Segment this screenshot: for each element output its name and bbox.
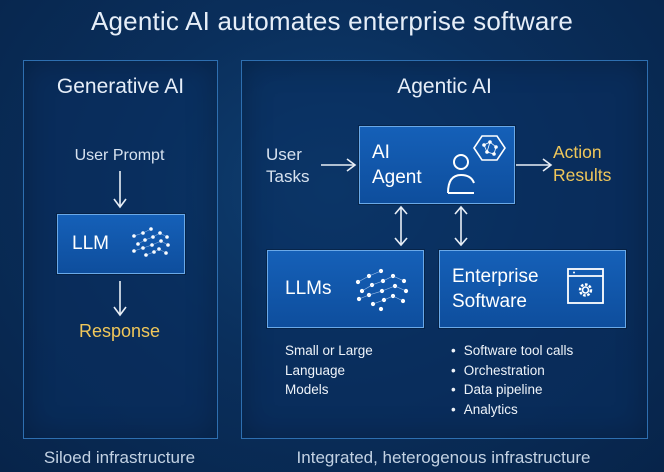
neural-network-icon: [132, 227, 170, 257]
enterprise-software-box: Enterprise Software: [439, 250, 626, 328]
generative-ai-panel: Generative AI: [23, 60, 218, 439]
agentic-ai-heading: Agentic AI: [397, 75, 492, 98]
user-tasks-line2: Tasks: [266, 167, 310, 186]
user-prompt-label: User Prompt: [74, 147, 165, 164]
enterprise-software-label: Enterprise Software: [452, 264, 539, 314]
llms-description-line: Language: [285, 362, 346, 378]
action-results-label: Action Results: [553, 141, 611, 187]
enterprise-capabilities-list: Software tool calls Orchestration Data p…: [451, 341, 574, 420]
arrow-down-icon: [113, 281, 127, 317]
bidirectional-arrow-icon: [394, 205, 408, 247]
integrated-infrastructure-caption: Integrated, heterogenous infrastructure: [296, 448, 591, 467]
arrow-right-icon: [516, 158, 553, 172]
agent-person-icon: [447, 135, 506, 194]
ai-agent-box: AI Agent: [359, 126, 515, 204]
list-item: Data pipeline: [451, 380, 573, 400]
ai-agent-line1: AI: [372, 142, 390, 163]
user-tasks-label: User Tasks: [266, 144, 309, 188]
arrow-down-icon: [113, 171, 127, 209]
siloed-infrastructure-caption: Siloed infrastructure: [43, 448, 196, 467]
llm-box: LLM: [57, 214, 185, 274]
list-item: Orchestration: [451, 361, 573, 381]
neural-network-icon: [355, 268, 409, 312]
llms-box: LLMs: [267, 250, 424, 328]
llms-box-label: LLMs: [285, 278, 332, 299]
response-label: Response: [78, 321, 161, 341]
ai-agent-label: AI Agent: [372, 140, 422, 190]
list-item: Software tool calls: [451, 341, 574, 361]
llms-description-line: Models: [285, 382, 329, 397]
enterprise-software-line2: Software: [452, 291, 527, 312]
page-title: Agentic AI automates enterprise software: [90, 6, 574, 36]
arrow-right-icon: [321, 158, 357, 172]
enterprise-software-line1: Enterprise: [452, 266, 539, 287]
ai-agent-line2: Agent: [372, 167, 422, 188]
list-item: Analytics: [451, 400, 573, 420]
agentic-ai-panel: Agentic AI: [241, 60, 648, 439]
bidirectional-arrow-icon: [454, 205, 468, 247]
user-tasks-line1: User: [266, 145, 302, 164]
generative-ai-heading: Generative AI: [56, 75, 185, 98]
action-results-line1: Action: [553, 142, 602, 162]
llms-description: Small or Large Language Models: [285, 341, 373, 400]
llm-box-label: LLM: [72, 233, 109, 254]
software-window-gear-icon: [567, 268, 604, 304]
llms-description-line: Small or Large: [285, 343, 373, 358]
action-results-line2: Results: [553, 165, 612, 185]
